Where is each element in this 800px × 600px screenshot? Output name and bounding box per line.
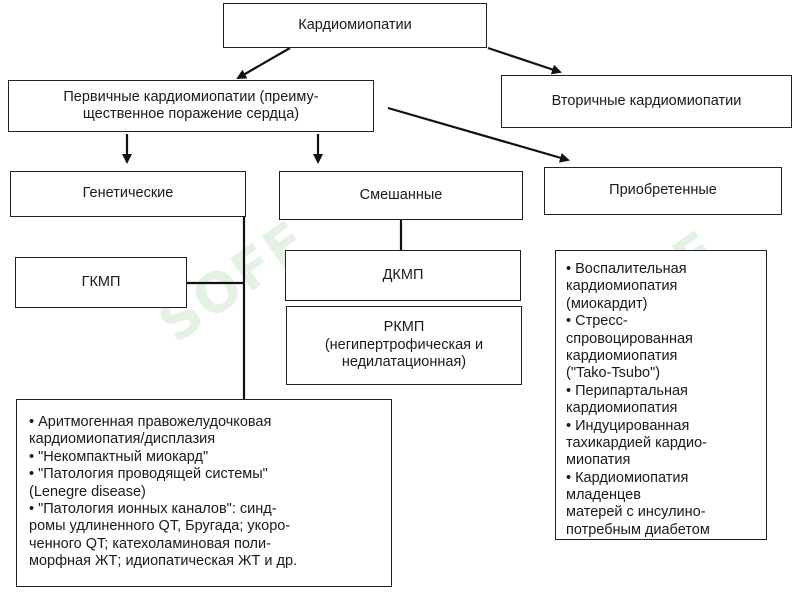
hcm-box: ГКМП (15, 257, 187, 308)
rcm-box: РКМП (негипертрофическая и недилатационн… (286, 306, 522, 385)
arrow-root-to-primary (236, 47, 291, 79)
list-item: "Патология проводящей системы" (Lenegre … (29, 466, 379, 501)
mixed-box: Смешанные (279, 171, 523, 220)
genetic-box: Генетические (10, 171, 246, 217)
dcm-box: ДКМП (285, 250, 521, 301)
list-item: Индуцированная тахикардией кардио- миопа… (566, 418, 758, 470)
arrow-primary-to-acquired (387, 106, 570, 163)
list-item: Воспалительная кардиомиопатия (миокардит… (566, 261, 758, 313)
list-item: Стресс- спровоцированная кардиомиопатия … (566, 313, 758, 383)
primary-box: Первичные кардиомиопатии (преиму- ществе… (8, 80, 374, 132)
list-item: Кардиомиопатия младенцев матерей с инсул… (566, 470, 758, 540)
acquired-box: Приобретенные (544, 167, 782, 215)
acquired-list-box: Воспалительная кардиомиопатия (миокардит… (555, 250, 767, 540)
root-box: Кардиомиопатии (223, 3, 487, 48)
genetic-list-box: Аритмогенная правожелудочковая кардиомио… (16, 399, 392, 587)
list-item: Перипартальная кардиомиопатия (566, 383, 758, 418)
list-item: Аритмогенная правожелудочковая кардиомио… (29, 414, 379, 449)
arrow-root-to-secondary (487, 46, 562, 75)
acquired-list: Воспалительная кардиомиопатия (миокардит… (566, 261, 758, 539)
list-item: "Некомпактный миокард" (29, 449, 379, 466)
genetic-list: Аритмогенная правожелудочковая кардиомио… (29, 414, 379, 571)
secondary-box: Вторичные кардиомиопатии (501, 75, 792, 128)
list-item: "Патология ионных каналов": синд- ромы у… (29, 501, 379, 571)
